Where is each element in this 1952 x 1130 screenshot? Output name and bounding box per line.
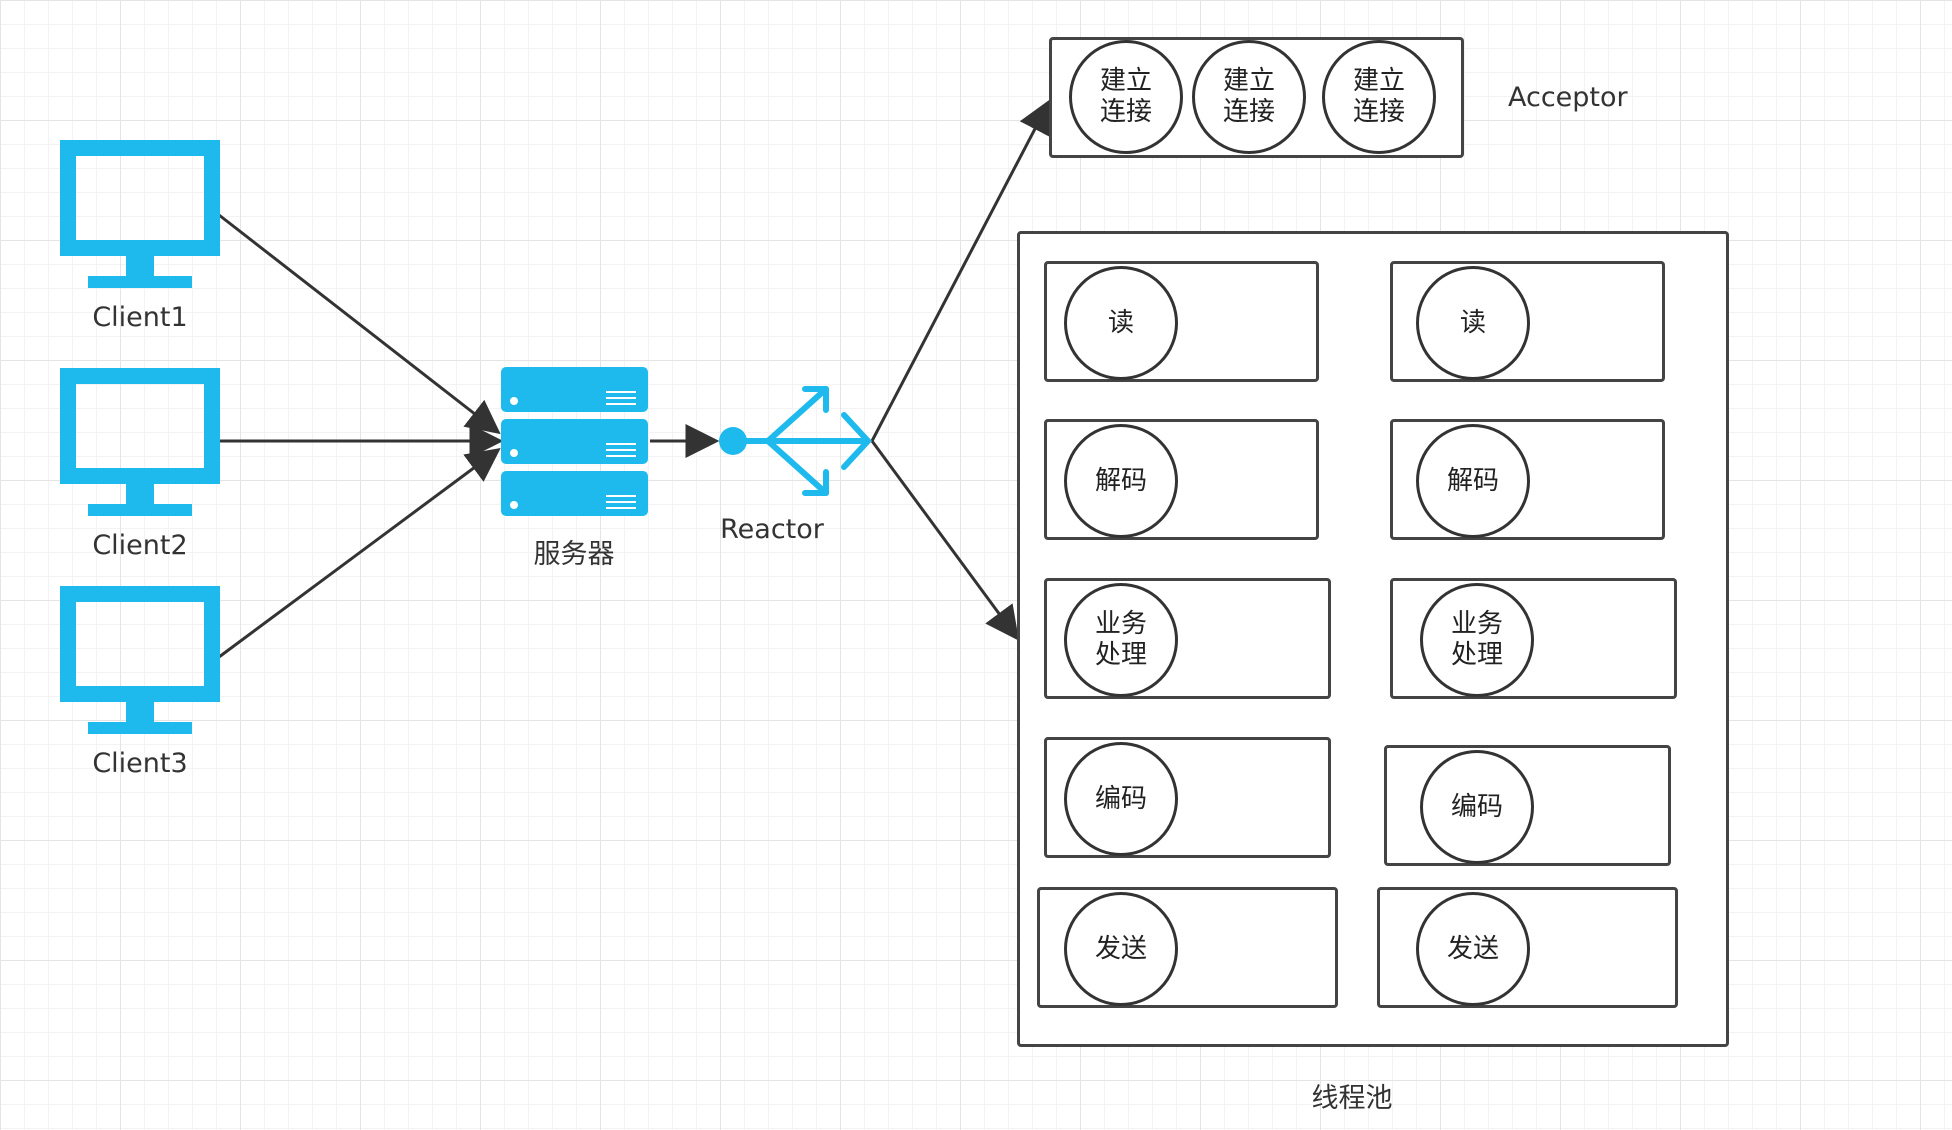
task-circle-send: 发送 bbox=[1416, 892, 1530, 1006]
task-circle-decode: 解码 bbox=[1064, 424, 1178, 538]
reactor-label: Reactor bbox=[720, 514, 824, 545]
task-circle-process: 业务 处理 bbox=[1420, 583, 1534, 697]
client3-label: Client3 bbox=[92, 748, 188, 779]
reactor-hub-icon bbox=[730, 386, 871, 496]
task-circle-process: 业务 处理 bbox=[1064, 583, 1178, 697]
arrow-client3-server bbox=[218, 447, 501, 659]
acceptor-connect-circle: 建立 连接 bbox=[1069, 40, 1183, 154]
acceptor-connect-circle: 建立 连接 bbox=[1192, 40, 1306, 154]
server-rack-icon bbox=[501, 367, 648, 516]
server-label: 服务器 bbox=[533, 539, 615, 570]
monitor-icon bbox=[60, 140, 220, 288]
task-circle-read: 读 bbox=[1064, 266, 1178, 380]
task-circle-read: 读 bbox=[1416, 266, 1530, 380]
monitor-icon bbox=[60, 368, 220, 516]
task-circle-encode: 编码 bbox=[1420, 750, 1534, 864]
reactor-dot bbox=[719, 427, 747, 455]
client2-label: Client2 bbox=[92, 530, 188, 561]
arrow-reactor-acceptor bbox=[870, 98, 1051, 442]
arrow-client1-server bbox=[218, 213, 501, 435]
monitor-icon bbox=[60, 586, 220, 734]
acceptor-connect-circle: 建立 连接 bbox=[1322, 40, 1436, 154]
acceptor-label: Acceptor bbox=[1508, 82, 1628, 113]
thread-pool-label: 线程池 bbox=[1311, 1083, 1393, 1114]
task-circle-encode: 编码 bbox=[1064, 742, 1178, 856]
task-circle-decode: 解码 bbox=[1416, 424, 1530, 538]
client1-label: Client1 bbox=[92, 302, 188, 333]
task-circle-send: 发送 bbox=[1064, 892, 1178, 1006]
arrow-reactor-threadpool bbox=[870, 440, 1020, 641]
